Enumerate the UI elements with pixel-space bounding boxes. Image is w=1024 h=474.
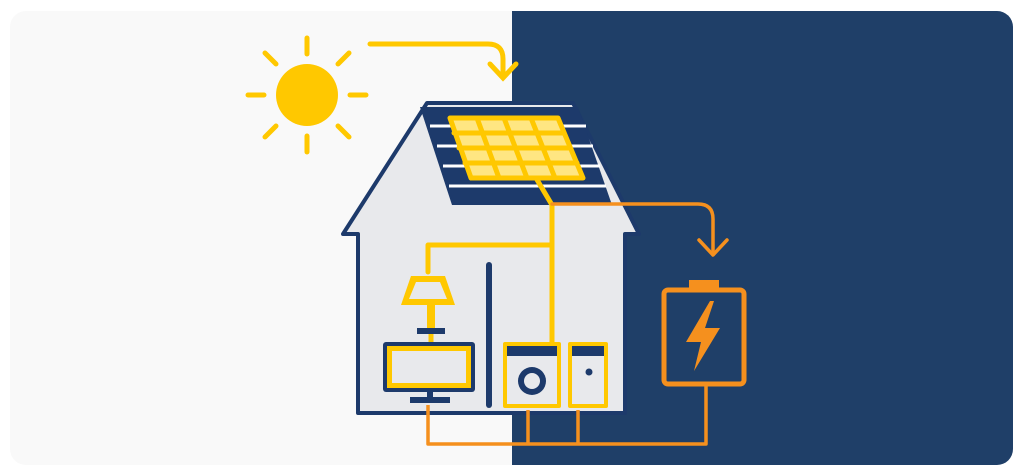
discharge-lines	[426, 385, 708, 446]
washing-machine-icon	[503, 342, 561, 408]
interior-wall	[486, 262, 492, 408]
sun-icon	[245, 35, 369, 155]
refrigerator-icon	[568, 342, 608, 408]
television-icon	[383, 342, 475, 403]
solar-panel-icon	[447, 115, 586, 181]
sunlight-arrow	[367, 41, 519, 82]
charge-arrow	[550, 202, 729, 257]
lamp-icon	[401, 276, 455, 334]
battery-lightning-icon	[661, 280, 747, 387]
